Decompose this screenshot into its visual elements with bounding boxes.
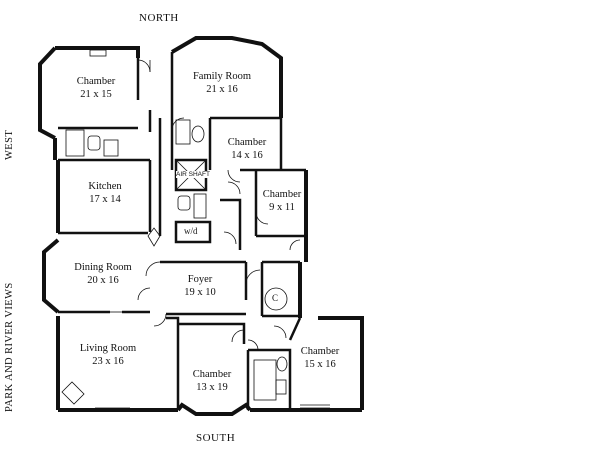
west-label: WEST xyxy=(4,129,15,160)
fixtures xyxy=(61,49,330,409)
exterior-walls xyxy=(38,36,364,416)
room-name: Foyer xyxy=(187,274,213,285)
room-chamber-nw: Chamber 21 x 15 xyxy=(77,75,116,101)
room-size: 15 x 16 xyxy=(304,359,336,370)
room-name: Chamber xyxy=(192,369,232,380)
room-size: 21 x 16 xyxy=(206,84,238,95)
room-size: 21 x 15 xyxy=(80,89,112,100)
room-kitchen: Kitchen 17 x 14 xyxy=(88,180,121,206)
south-label: SOUTH xyxy=(196,432,236,444)
room-size: 19 x 10 xyxy=(184,287,216,298)
room-name: Family Room xyxy=(192,71,252,82)
room-living-room: Living Room 23 x 16 xyxy=(80,342,136,368)
room-size: 23 x 16 xyxy=(92,356,124,367)
door-swings xyxy=(137,59,301,351)
room-chamber-se: Chamber 15 x 16 xyxy=(301,345,340,371)
washer-dryer-label: w/d xyxy=(184,226,198,236)
room-size: 14 x 16 xyxy=(231,150,263,161)
room-size: 17 x 14 xyxy=(89,194,121,205)
room-name: Living Room xyxy=(79,343,137,354)
room-dining-room: Dining Room 20 x 16 xyxy=(74,261,131,287)
views-label: PARK AND RIVER VIEWS xyxy=(4,282,15,412)
room-foyer: Foyer 19 x 10 xyxy=(184,273,216,299)
room-chamber-center: Chamber 14 x 16 xyxy=(228,136,267,162)
room-name: Kitchen xyxy=(88,181,122,192)
room-name: Chamber xyxy=(76,76,116,87)
room-name: Chamber xyxy=(227,137,267,148)
room-name: Chamber xyxy=(300,346,340,357)
room-chamber-south: Chamber 13 x 19 xyxy=(193,368,232,394)
room-name: Dining Room xyxy=(74,262,132,273)
room-size: 9 x 11 xyxy=(269,202,295,213)
interior-walls xyxy=(58,52,306,410)
north-label: NORTH xyxy=(139,12,179,24)
room-chamber-small: Chamber 9 x 11 xyxy=(263,188,302,214)
elevator-label: C xyxy=(272,293,279,303)
room-name: Chamber xyxy=(262,189,302,200)
air-shaft-label: AIR SHAFT xyxy=(176,171,210,178)
room-size: 13 x 19 xyxy=(196,382,228,393)
room-family-room: Family Room 21 x 16 xyxy=(193,70,251,96)
room-size: 20 x 16 xyxy=(87,275,119,286)
